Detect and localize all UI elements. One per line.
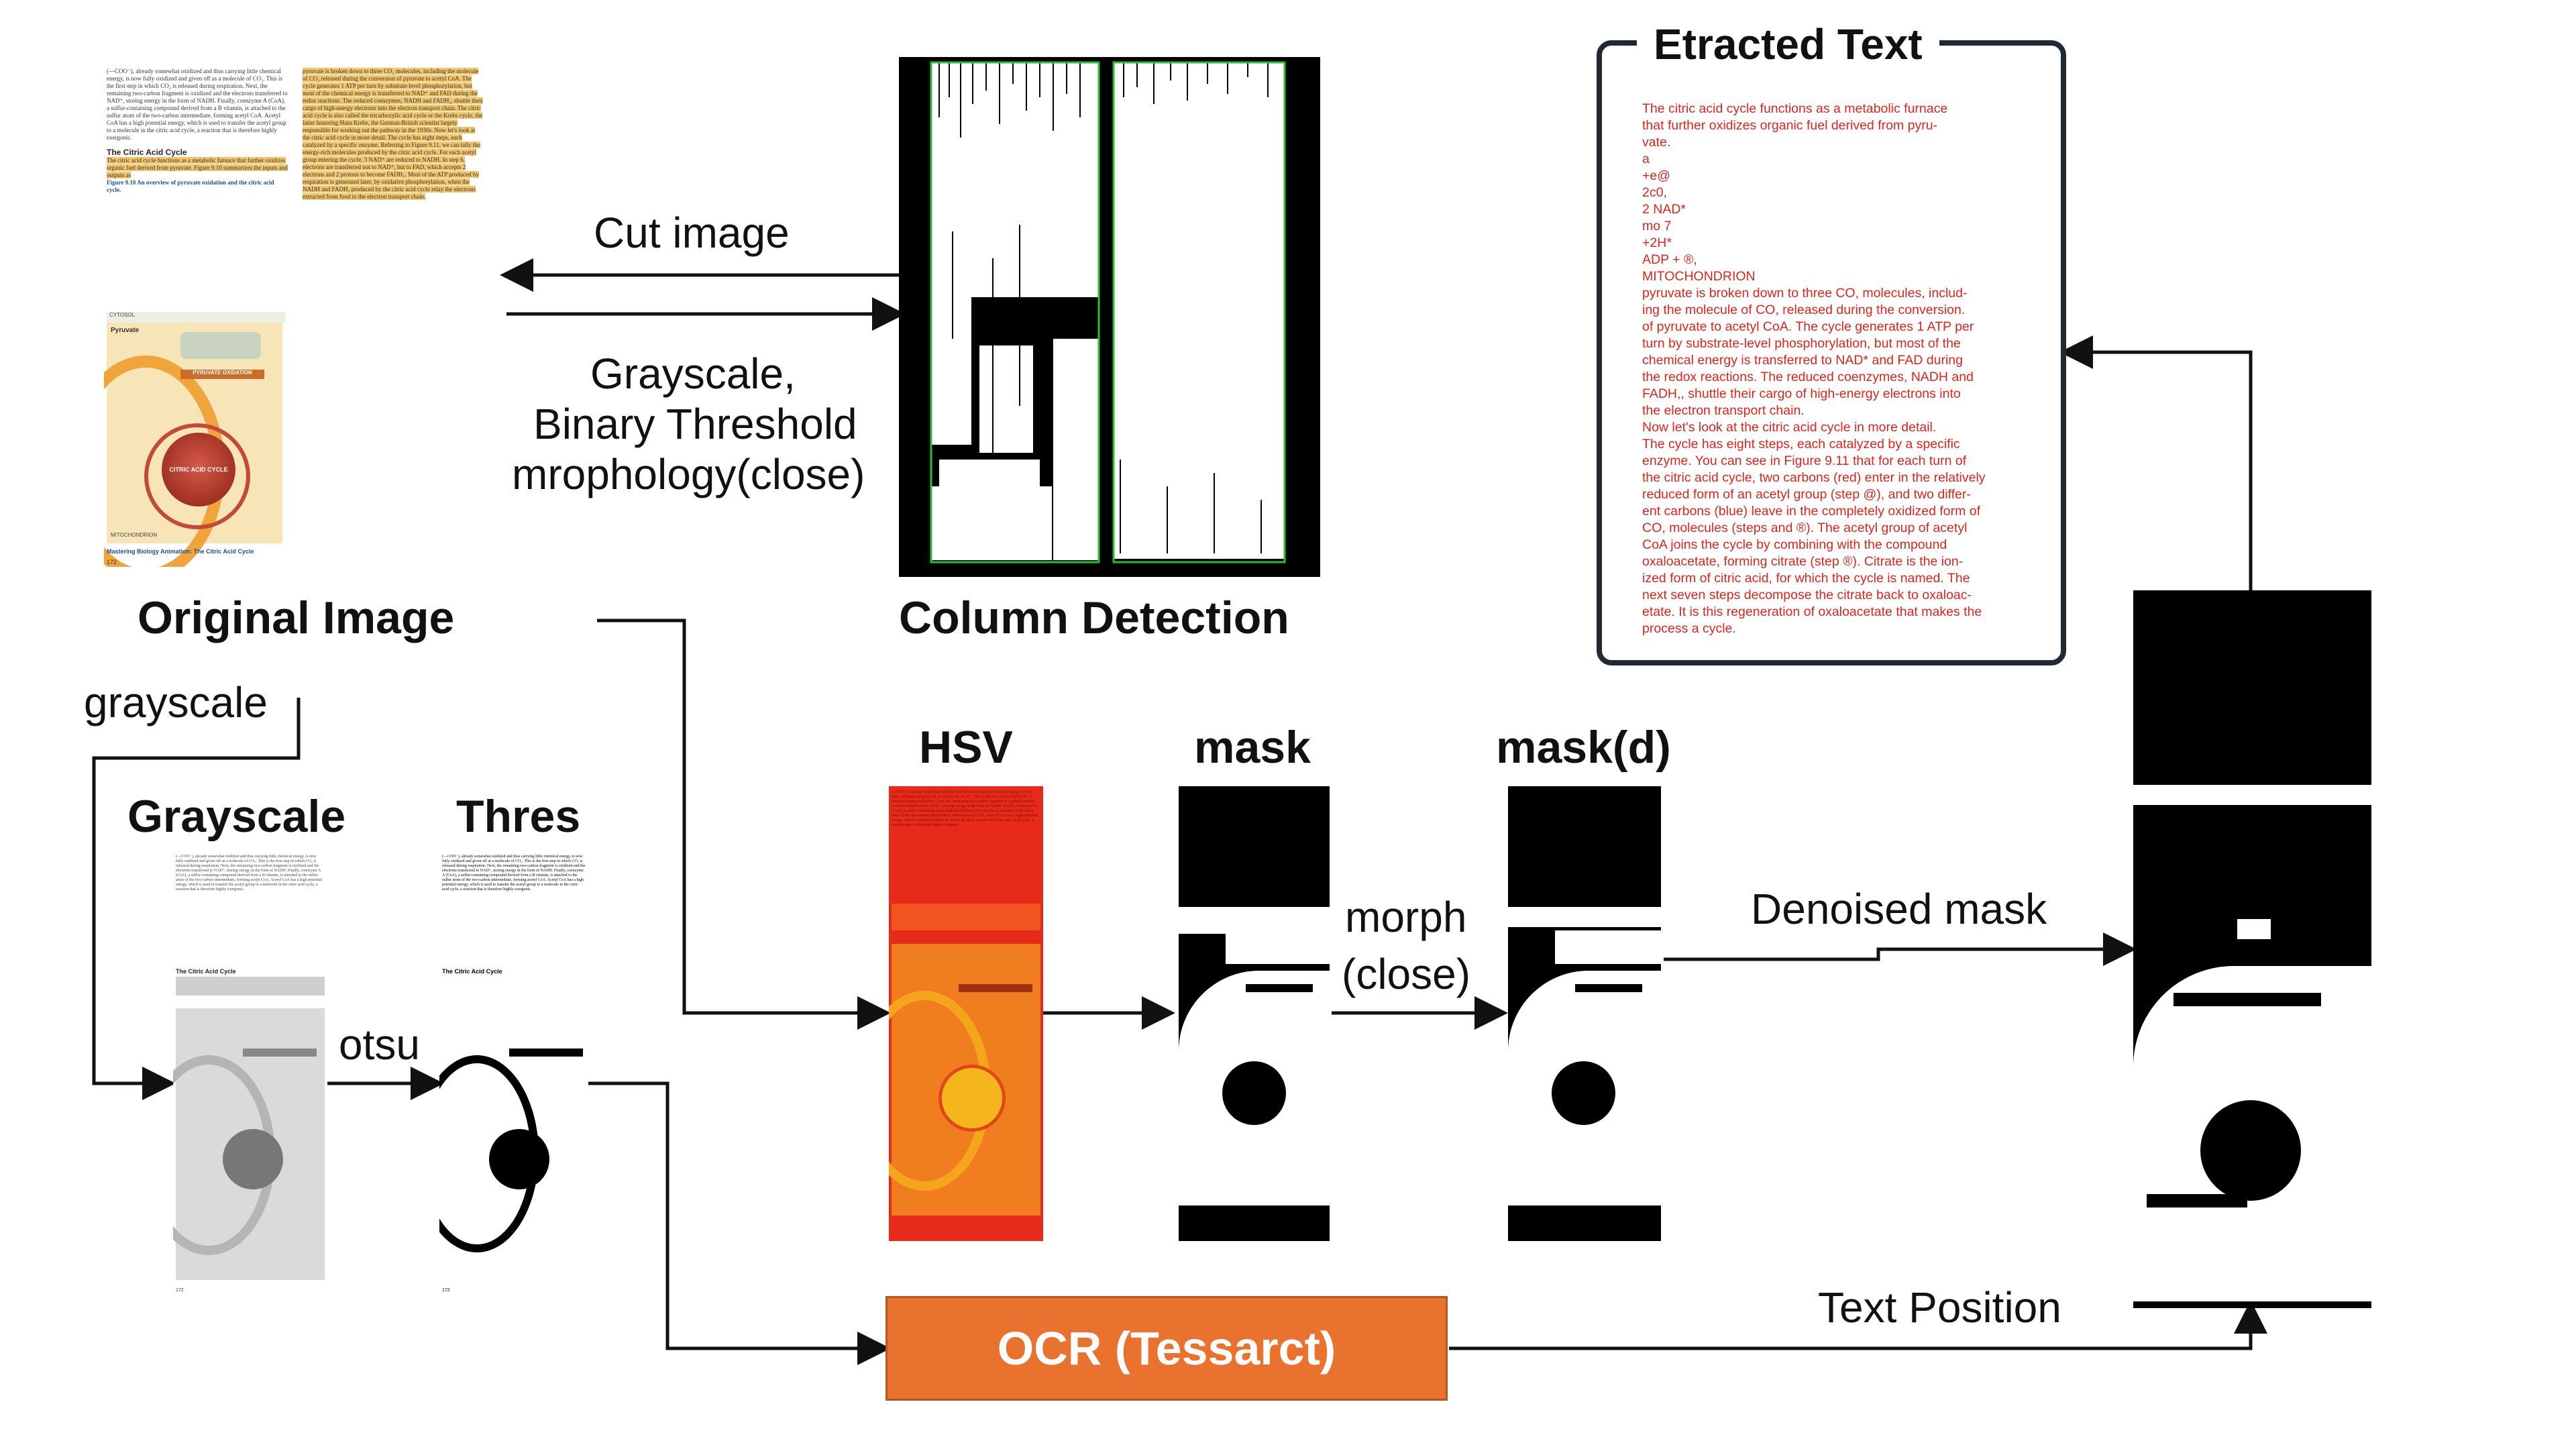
denoised-to-text-path bbox=[2059, 335, 2253, 590]
thres-to-ocr-path bbox=[587, 1081, 891, 1365]
morph-label-line1: morph bbox=[1345, 893, 1467, 941]
preprocess-label-line2: Binary Threshold bbox=[533, 400, 857, 448]
mask-image bbox=[1179, 786, 1330, 1241]
extracted-text-body: The citric acid cycle functions as a met… bbox=[1642, 101, 1986, 636]
original-page-number: 172 bbox=[107, 559, 117, 566]
ocr-tesseract-label: OCR (Tessarct) bbox=[997, 1322, 1336, 1375]
preprocess-label-line3: mrophology(close) bbox=[512, 450, 865, 498]
mask-d-label: mask(d) bbox=[1496, 722, 1671, 773]
original-to-hsv-path bbox=[597, 619, 891, 1030]
hsv-image: (—COO⁻), already somewhat oxidized and t… bbox=[889, 786, 1043, 1241]
column-detection-label: Column Detection bbox=[899, 592, 1289, 643]
ocr-tesseract-box: OCR (Tessarct) bbox=[885, 1296, 1448, 1401]
text-position-label: Text Position bbox=[1818, 1283, 2061, 1332]
grayscale-label: Grayscale bbox=[127, 791, 346, 842]
original-image-thumbnail: (—COO⁻), already somewhat oxidized and t… bbox=[104, 64, 486, 567]
morph-label-line2: (close) bbox=[1342, 950, 1471, 998]
original-figure: CYTOSOL Pyruvate PYRUVATE OXIDATION CITR… bbox=[104, 312, 285, 567]
column-detection-image bbox=[899, 57, 1320, 577]
extracted-text-panel: The citric acid cycle functions as a met… bbox=[1597, 40, 2066, 665]
ocr-to-position-path bbox=[1449, 1300, 2267, 1350]
original-footer: Mastering Biology Animation: The Citric … bbox=[107, 548, 254, 555]
denoised-mask-label: Denoised mask bbox=[1751, 885, 2047, 933]
cut-image-label: Cut image bbox=[594, 209, 790, 257]
grayscale-image: (—COO⁻), already somewhat oxidized and t… bbox=[173, 851, 327, 1303]
otsu-label: otsu bbox=[339, 1020, 420, 1069]
original-left-column: (—COO⁻), already somewhat oxidized and t… bbox=[107, 68, 288, 193]
original-image-label: Original Image bbox=[138, 592, 455, 643]
grayscale-step-label: grayscale bbox=[84, 678, 268, 727]
denoised-mask-image bbox=[2133, 590, 2371, 1308]
original-right-column: pyruvate is broken down to three CO₂ mol… bbox=[303, 68, 483, 200]
preprocess-label-line1: Grayscale, bbox=[590, 350, 796, 398]
extracted-text-title: Etracted Text bbox=[1637, 20, 1939, 68]
maskd-to-denoised-path bbox=[1664, 932, 2137, 966]
mask-d-image bbox=[1508, 786, 1661, 1241]
thres-label: Thres bbox=[456, 791, 581, 842]
mask-label: mask bbox=[1194, 722, 1311, 773]
grayscale-path bbox=[92, 698, 301, 1100]
threshold-image: (—COO⁻), already somewhat oxidized and t… bbox=[439, 851, 588, 1303]
hsv-label: HSV bbox=[919, 722, 1013, 773]
